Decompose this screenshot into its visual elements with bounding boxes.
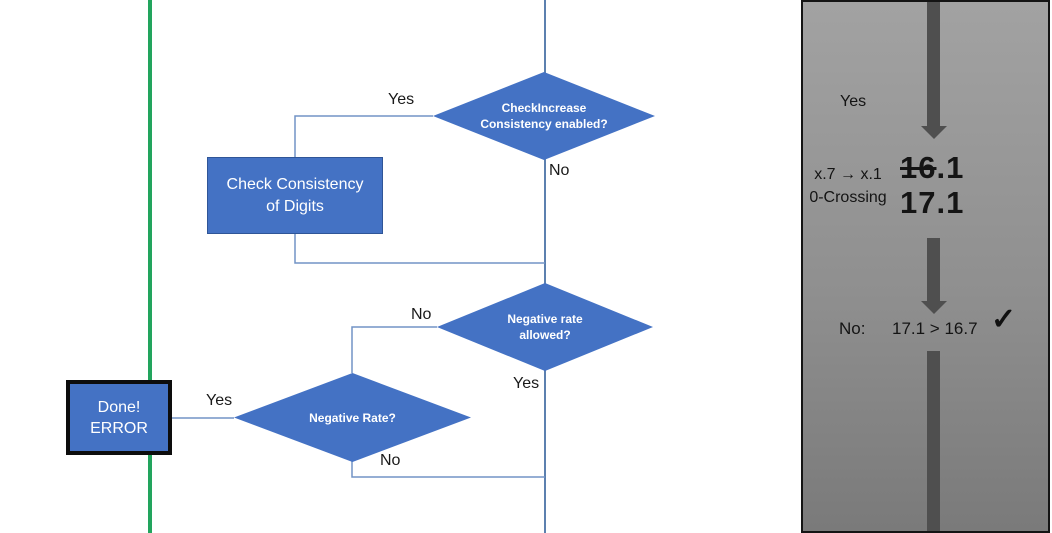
down-arrow-2-head-icon xyxy=(921,301,947,314)
down-arrow-3-shaft xyxy=(927,351,940,531)
edge-label-negative-rate-yes: Yes xyxy=(206,392,233,409)
comparison-text: 17.1 > 16.7 xyxy=(892,319,978,338)
process-label-line1: Check Consistency xyxy=(226,175,364,193)
edge-check-increase-yes xyxy=(294,115,433,157)
check-mark-icon: ✓ xyxy=(991,303,1017,336)
edge-check-consistency-out xyxy=(294,234,545,264)
down-arrow-1-shaft xyxy=(927,2,940,126)
edge-label-negative-rate-allowed-no: No xyxy=(411,306,432,323)
terminator-label-line1: Done! xyxy=(97,398,141,416)
rule-text-block: x.7 → x.1 0-Crossing xyxy=(803,163,893,209)
decision-negative-rate-allowed-label: Negative rate allowed? xyxy=(507,312,583,342)
decision-negative-rate-label: Negative Rate? xyxy=(309,410,396,425)
edge-label-check-increase-no: No xyxy=(549,162,570,179)
process-label-line2: of Digits xyxy=(266,197,324,215)
old-value: 16.1 xyxy=(900,150,964,185)
edge-negative-rate-no xyxy=(351,461,545,478)
panel-yes-label: Yes xyxy=(840,93,867,110)
old-value-struck: 16 xyxy=(900,150,937,185)
terminator-label-line2: ERROR xyxy=(90,419,148,437)
edge-label-negative-rate-allowed-yes: Yes xyxy=(513,375,540,392)
down-arrow-1-head-icon xyxy=(921,126,947,139)
new-value: 17.1 xyxy=(900,185,965,220)
result-no-label: No: xyxy=(839,319,866,338)
terminator-done-error: Done! ERROR xyxy=(66,380,172,455)
side-panel: Yes x.7 → x.1 0-Crossing 16.1 17.1 No: 1… xyxy=(801,0,1050,533)
rule-line2: 0-Crossing xyxy=(809,189,887,206)
green-divider-line xyxy=(148,0,152,533)
edge-label-negative-rate-no: No xyxy=(380,452,401,469)
edge-negative-rate-allowed-no xyxy=(351,326,437,373)
edge-label-check-increase-yes: Yes xyxy=(388,91,415,108)
value-numbers-block: 16.1 17.1 xyxy=(900,150,964,220)
process-check-consistency-of-digits: Check Consistency of Digits xyxy=(207,157,383,234)
rule-line1: x.7 → x.1 xyxy=(814,166,882,183)
old-value-rest: .1 xyxy=(936,150,965,185)
down-arrow-2-shaft xyxy=(927,238,940,301)
decision-check-increase-label: CheckIncrease Consistency enabled? xyxy=(480,101,608,131)
